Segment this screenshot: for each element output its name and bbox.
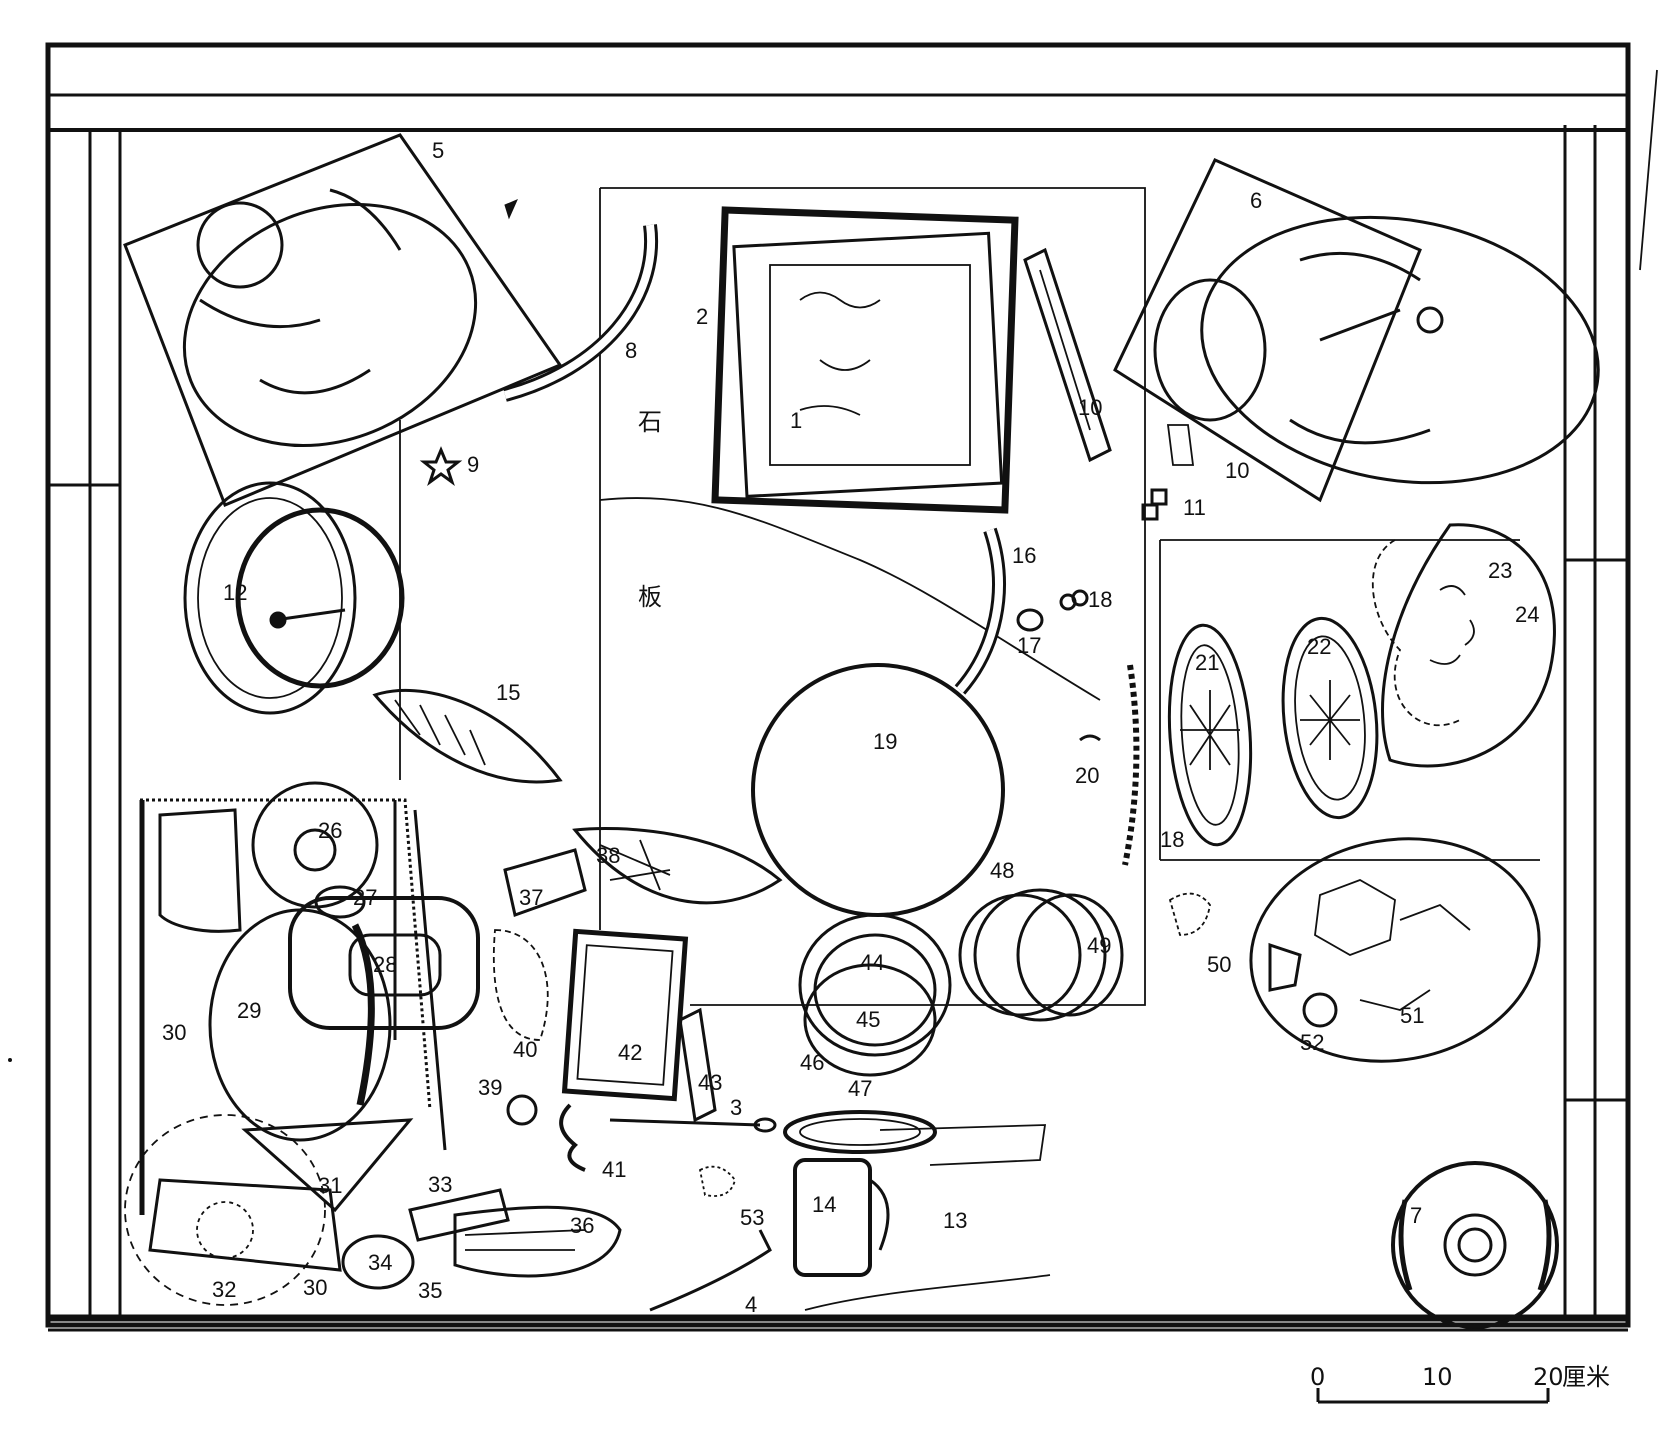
label-1: 1 <box>790 408 802 433</box>
scale-tick-0: 0 <box>1310 1363 1325 1391</box>
object-textile-23-24 <box>1371 523 1556 768</box>
object-round-box-12 <box>183 481 405 715</box>
label-42: 42 <box>618 1040 642 1065</box>
object-ovals-21-22 <box>1167 616 1379 847</box>
object-round-7 <box>1391 1161 1559 1329</box>
label-18b: 18 <box>1160 827 1184 852</box>
label-22: 22 <box>1307 634 1331 659</box>
scale-unit: 厘米 <box>1562 1363 1610 1391</box>
object-small-items <box>1016 589 1140 866</box>
chamber-frame <box>8 42 1658 1332</box>
label-26: 26 <box>318 818 342 843</box>
object-mirror-19 <box>751 663 1005 917</box>
label-48: 48 <box>990 858 1014 883</box>
scale-tick-10: 10 <box>1422 1363 1453 1391</box>
label-13: 13 <box>943 1208 967 1233</box>
object-cluster-26-31 <box>139 781 480 1215</box>
label-24: 24 <box>1515 602 1539 627</box>
object-figure-tile-5 <box>123 133 563 507</box>
label-16: 16 <box>1012 543 1036 568</box>
label-4: 4 <box>745 1292 757 1317</box>
label-30a: 30 <box>162 1020 186 1045</box>
label-27: 27 <box>353 885 377 910</box>
label-41: 41 <box>602 1157 626 1182</box>
label-30b: 30 <box>303 1275 327 1300</box>
scale-tick-20: 20 <box>1533 1363 1564 1391</box>
object-arcs <box>503 224 1006 695</box>
object-leaf-15 <box>372 688 563 784</box>
label-33: 33 <box>428 1172 452 1197</box>
object-figure-tile-6 <box>1113 158 1600 503</box>
label-39: 39 <box>478 1075 502 1100</box>
label-37: 37 <box>519 885 543 910</box>
label-17: 17 <box>1017 633 1041 658</box>
label-43: 43 <box>698 1070 722 1095</box>
label-23: 23 <box>1488 558 1512 583</box>
label-31: 31 <box>318 1173 342 1198</box>
object-box <box>711 206 1019 514</box>
object-sticks-10 <box>1023 247 1195 466</box>
label-12: 12 <box>223 580 247 605</box>
label-53: 53 <box>740 1205 764 1230</box>
label-10b: 10 <box>1225 458 1249 483</box>
label-38: 38 <box>596 843 620 868</box>
label-45: 45 <box>856 1007 880 1032</box>
object-star-9 <box>419 446 463 486</box>
object-turtle-box-51 <box>1168 837 1541 1063</box>
label-7: 7 <box>1410 1203 1422 1228</box>
label-40: 40 <box>513 1037 537 1062</box>
label-19: 19 <box>873 729 897 754</box>
object-cluster-37-43 <box>492 826 783 1172</box>
slab-char-stone: 石 <box>638 408 662 436</box>
label-51: 51 <box>1400 1003 1424 1028</box>
label-18a: 18 <box>1088 587 1112 612</box>
label-6: 6 <box>1250 188 1262 213</box>
label-36: 36 <box>570 1213 594 1238</box>
label-28: 28 <box>373 952 397 977</box>
label-52: 52 <box>1300 1030 1324 1055</box>
label-46: 46 <box>800 1050 824 1075</box>
label-9: 9 <box>467 452 479 477</box>
label-15: 15 <box>496 680 520 705</box>
object-cluster-32-36 <box>124 1114 622 1306</box>
scale-bar: 0 10 20 厘米 <box>1310 1363 1610 1404</box>
label-29: 29 <box>237 998 261 1023</box>
object-rings-44-49 <box>783 888 1124 1154</box>
slab-char-slab: 板 <box>638 583 662 611</box>
stone-slab <box>399 187 1540 1006</box>
object-cluster-4-13-14 <box>649 1124 1051 1312</box>
label-11: 11 <box>1183 495 1206 520</box>
label-20: 20 <box>1075 763 1099 788</box>
label-34: 34 <box>368 1250 392 1275</box>
label-35: 35 <box>418 1278 442 1303</box>
label-47: 47 <box>848 1076 872 1101</box>
object-cubes-11 <box>1141 488 1168 521</box>
label-5: 5 <box>432 138 444 163</box>
label-8: 8 <box>625 338 637 363</box>
object-labels: 1 2 3 4 5 6 7 8 9 10 10 11 12 13 14 15 1… <box>162 138 1539 1317</box>
label-3: 3 <box>730 1095 742 1120</box>
label-10a: 10 <box>1078 395 1102 420</box>
label-50: 50 <box>1207 952 1231 977</box>
label-49: 49 <box>1087 933 1111 958</box>
label-14: 14 <box>812 1192 836 1217</box>
label-2: 2 <box>696 304 708 329</box>
label-32: 32 <box>212 1277 236 1302</box>
label-44: 44 <box>860 950 884 975</box>
label-21: 21 <box>1195 650 1219 675</box>
